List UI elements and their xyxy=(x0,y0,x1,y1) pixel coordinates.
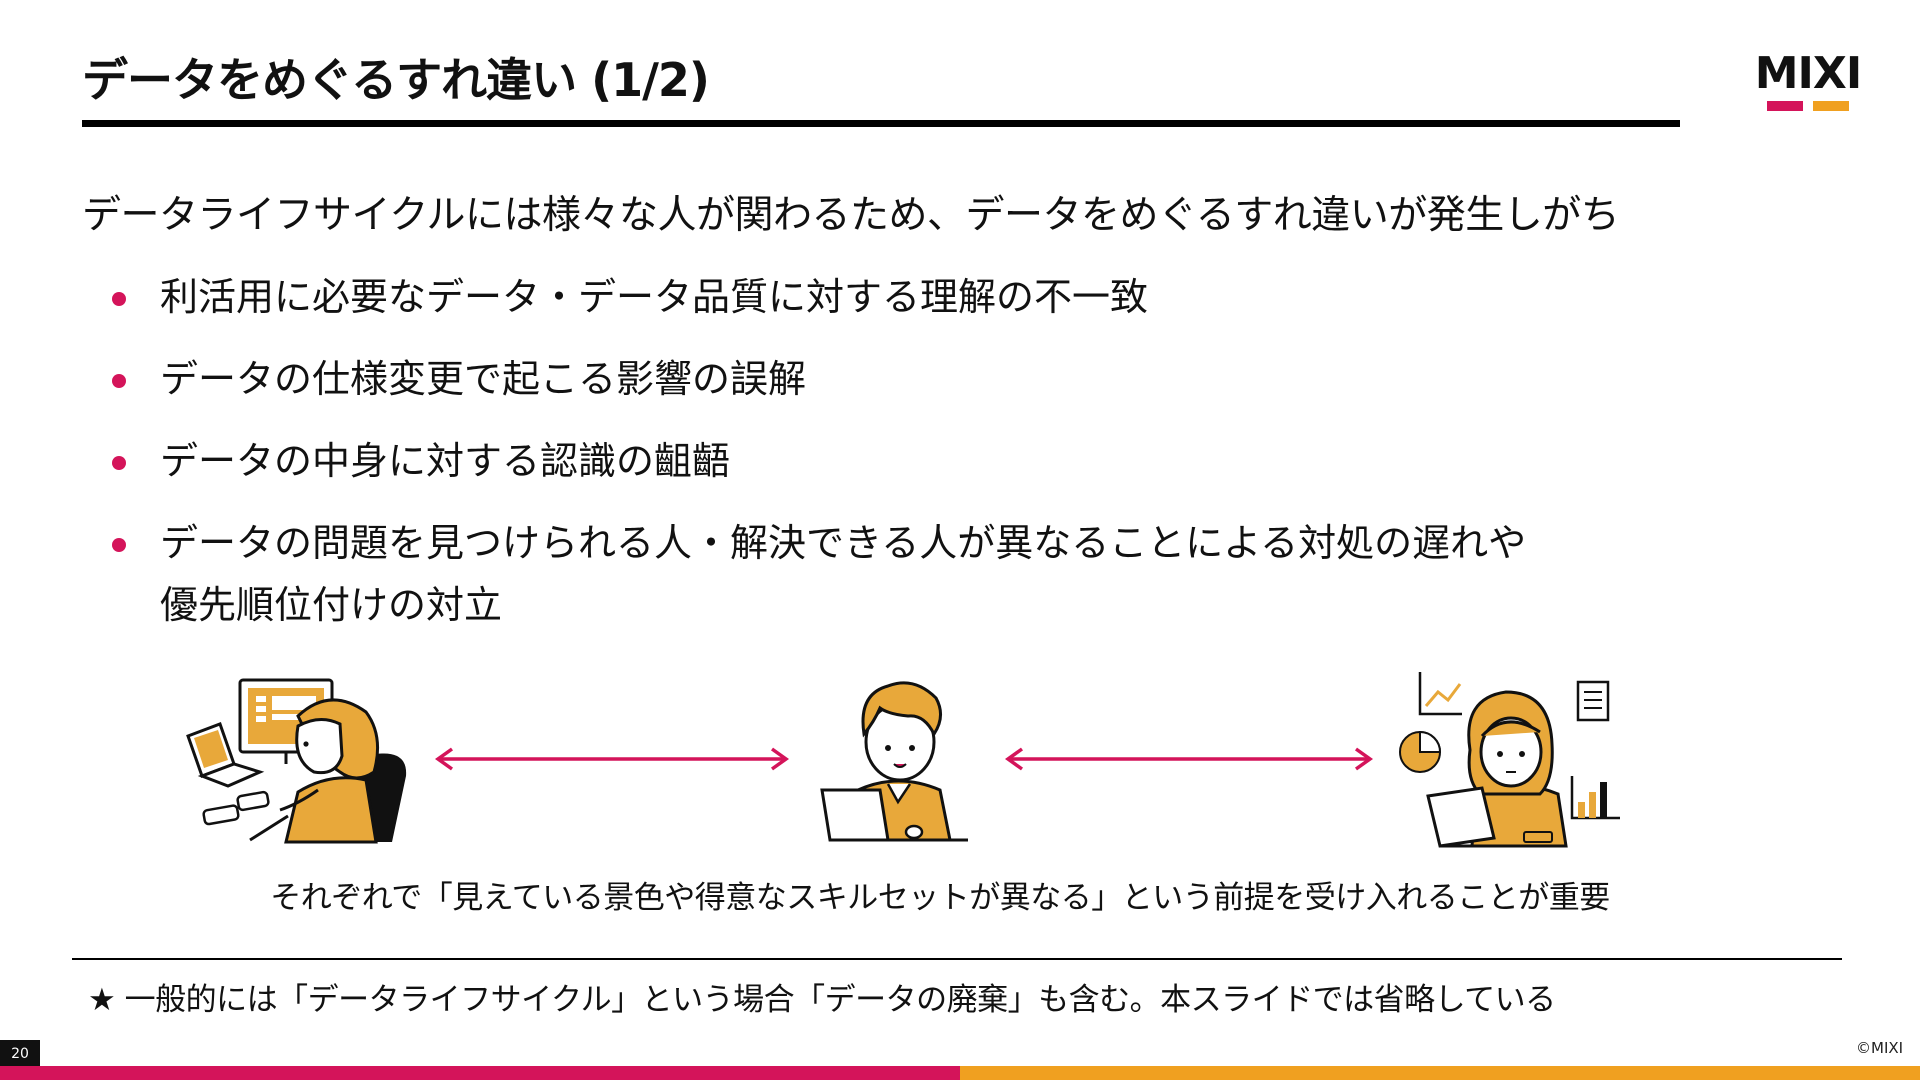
bullet-item: データの問題を見つけられる人・解決できる人が異なることによる対処の遅れや 優先順… xyxy=(110,512,1526,636)
bullet-item: 利活用に必要なデータ・データ品質に対する理解の不一致 xyxy=(110,266,1526,328)
bottom-pink-bar xyxy=(0,1066,960,1080)
footnote-divider xyxy=(72,958,1842,960)
bullet-text: 利活用に必要なデータ・データ品質に対する理解の不一致 xyxy=(160,275,1149,319)
bullet-text-continuation: 優先順位付けの対立 xyxy=(160,583,503,627)
intro-text: データライフサイクルには様々な人が関わるため、データをめぐるすれ違いが発生しがち xyxy=(82,193,1620,238)
slide-title: データをめぐるすれ違い (1/2) xyxy=(82,53,710,107)
person-analyzing-charts-illustration xyxy=(1399,672,1620,848)
logo-text: MIXI xyxy=(1754,48,1862,99)
bidirectional-arrow-icon xyxy=(434,747,790,771)
bottom-orange-bar xyxy=(960,1066,1920,1080)
person-with-laptop-illustration xyxy=(820,681,968,842)
bidirectional-arrow-icon xyxy=(1004,747,1374,771)
mixi-logo: MIXI xyxy=(1745,52,1871,114)
page-number: 20 xyxy=(0,1040,40,1068)
bullet-dot-icon xyxy=(112,374,126,388)
bullet-text: データの中身に対する認識の齟齬 xyxy=(160,439,731,483)
logo-orange-bar xyxy=(1813,101,1849,111)
bullet-dot-icon xyxy=(112,292,126,306)
bullet-text: データの仕様変更で起こる影響の誤解 xyxy=(160,357,807,401)
logo-pink-bar xyxy=(1767,101,1803,111)
copyright: ©MIXI xyxy=(1856,1039,1904,1057)
person-at-multiple-screens-illustration xyxy=(186,678,407,844)
bullet-item: データの中身に対する認識の齟齬 xyxy=(110,430,1526,492)
illustration-caption: それぞれで「見えている景色や得意なスキルセットが異なる」という前提を受け入れるこ… xyxy=(270,880,1610,916)
bullet-item: データの仕様変更で起こる影響の誤解 xyxy=(110,348,1526,410)
bullet-dot-icon xyxy=(112,456,126,470)
bullet-text: データの問題を見つけられる人・解決できる人が異なることによる対処の遅れや xyxy=(160,521,1527,565)
title-underline xyxy=(82,120,1680,127)
bullet-dot-icon xyxy=(112,538,126,552)
bullet-list: 利活用に必要なデータ・データ品質に対する理解の不一致 データの仕様変更で起こる影… xyxy=(110,266,1526,656)
footnote: ★ 一般的には「データライフサイクル」という場合「データの廃棄」も含む。本スライ… xyxy=(88,982,1556,1018)
